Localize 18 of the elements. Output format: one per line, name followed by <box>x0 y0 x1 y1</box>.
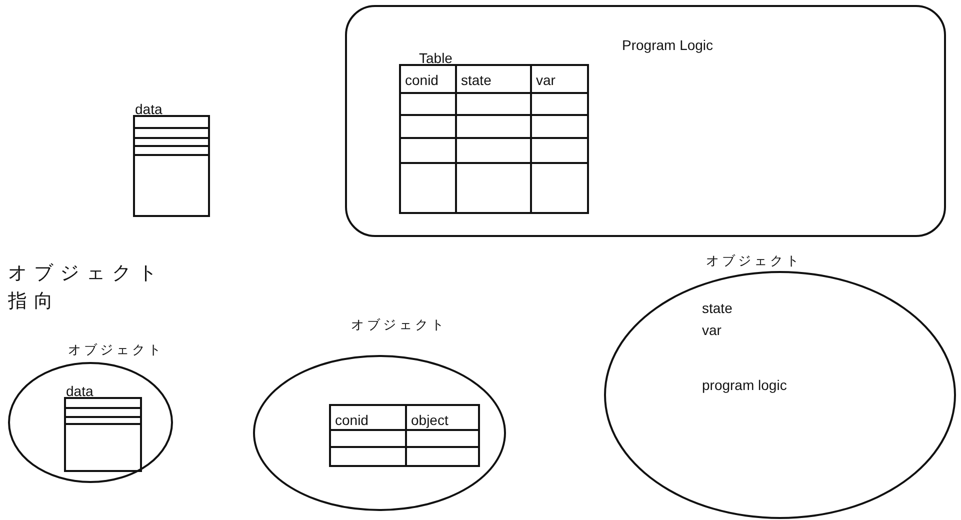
table-cell: var <box>536 72 556 88</box>
node-heading: Table <box>419 50 452 66</box>
node-heading: オブジェクト <box>351 317 447 333</box>
node-text: Program Logic <box>622 37 714 53</box>
node-heading: data <box>135 101 162 117</box>
table-cell: object <box>411 412 448 428</box>
table <box>329 404 480 467</box>
table-cell: conid <box>405 72 438 88</box>
table-cell: state <box>461 72 492 88</box>
note-text: オブジェクト指向 <box>8 262 165 314</box>
node-text: program logic <box>702 377 787 393</box>
node-heading: data <box>66 383 94 399</box>
rounded-box <box>345 5 946 237</box>
node-text: state <box>702 300 732 316</box>
node-heading: オブジェクト <box>68 342 164 358</box>
node-heading: オブジェクト <box>706 253 802 269</box>
table-cell: conid <box>335 412 368 428</box>
node-text: var <box>702 322 722 338</box>
